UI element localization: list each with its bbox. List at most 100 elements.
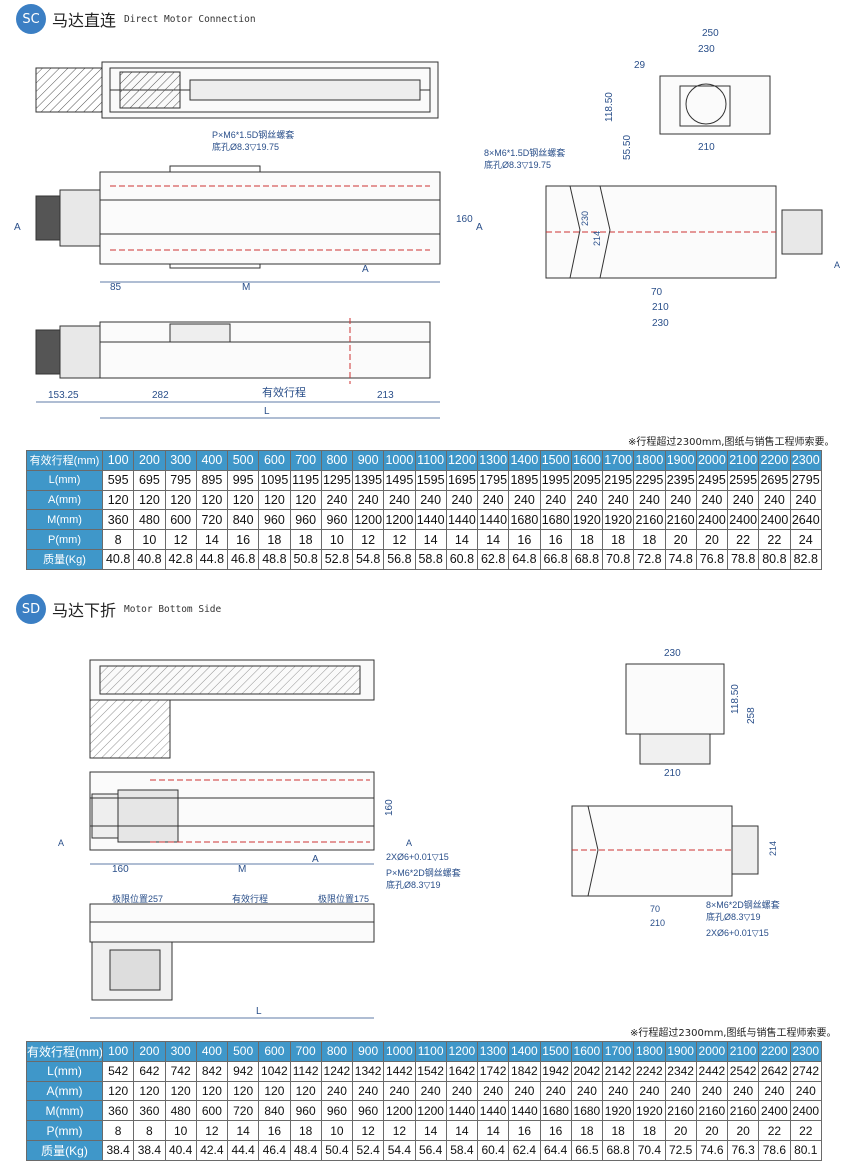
sd-dim-a: A xyxy=(312,854,319,865)
table-cell: 1600 xyxy=(570,1041,604,1062)
table-cell: 2442 xyxy=(695,1060,729,1082)
table-cell: 2395 xyxy=(664,469,697,491)
sc-dim-214: 214 xyxy=(592,231,602,246)
table-cell: 1842 xyxy=(508,1060,541,1082)
sc-dim-213: 213 xyxy=(377,390,394,401)
table-cell: 18 xyxy=(258,529,291,550)
table-cell: 1700 xyxy=(601,450,635,471)
table-cell: 240 xyxy=(570,1080,604,1102)
table-cell: 942 xyxy=(226,1060,260,1082)
table-cell: 14 xyxy=(476,529,510,550)
table-cell: 1400 xyxy=(508,1041,541,1062)
table-cell: 600 xyxy=(258,1041,291,1062)
table-cell: 240 xyxy=(320,1080,354,1102)
table-cell: 16 xyxy=(226,529,260,550)
table-cell: 120 xyxy=(164,1080,197,1102)
table-cell: 100 xyxy=(101,450,135,471)
sc-dim-85: 85 xyxy=(110,282,122,293)
sc-dim-282: 282 xyxy=(152,390,169,401)
table-cell: 600 xyxy=(164,509,197,531)
table-cell: 240 xyxy=(351,1080,385,1102)
table-cell: 1440 xyxy=(445,509,479,531)
table-cell: 240 xyxy=(726,489,760,511)
table-cell: 2595 xyxy=(726,469,760,491)
table-cell: 2495 xyxy=(695,469,729,491)
row-label: 质量(Kg) xyxy=(26,548,103,570)
table-cell: 12 xyxy=(383,1120,416,1141)
sd-pin-side: 2XØ6+0.01▽15 xyxy=(706,928,769,938)
sc-screw-side-2: 底孔Ø8.3▽19.75 xyxy=(484,159,551,170)
row-label: A(mm) xyxy=(26,489,103,511)
table-cell: 76.8 xyxy=(695,548,729,570)
table-cell: 2200 xyxy=(758,450,791,471)
sc-screw-note-1: P×M6*1.5D钢丝螺套 xyxy=(212,129,294,140)
sd-dim-160-left: 160 xyxy=(112,864,129,875)
sd-top-view xyxy=(89,771,375,851)
table-cell: 400 xyxy=(195,1041,229,1062)
table-cell: 68.8 xyxy=(601,1139,635,1161)
table-cell: 200 xyxy=(133,1041,166,1062)
table-cell: 1300 xyxy=(476,1041,510,1062)
table-cell: 1200 xyxy=(351,509,385,531)
table-cell: 1300 xyxy=(476,450,510,471)
table-cell: 1680 xyxy=(539,509,572,531)
table-cell: 240 xyxy=(664,1080,697,1102)
sd-dim-214: 214 xyxy=(768,841,778,856)
table-cell: 995 xyxy=(226,469,260,491)
table-cell: 18 xyxy=(570,1120,604,1141)
table-cell: 72.8 xyxy=(633,548,666,570)
table-cell: 40.8 xyxy=(101,548,135,570)
table-cell: 1695 xyxy=(445,469,479,491)
table-cell: 120 xyxy=(133,489,166,511)
table-cell: 240 xyxy=(320,489,354,511)
table-cell: 795 xyxy=(164,469,197,491)
table-cell: 44.4 xyxy=(226,1139,260,1161)
table-cell: 120 xyxy=(195,489,229,511)
table-cell: 240 xyxy=(726,1080,760,1102)
table-cell: 1200 xyxy=(414,1100,447,1122)
table-cell: 240 xyxy=(601,489,635,511)
sc-dim-a: A xyxy=(362,264,369,275)
table-cell: 2295 xyxy=(633,469,666,491)
table-cell: 1800 xyxy=(633,1041,666,1062)
sd-limit-left: 极限位置257 xyxy=(112,893,163,904)
table-cell: 46.4 xyxy=(258,1139,291,1161)
table-cell: 14 xyxy=(414,1120,447,1141)
sc-screw-side-1: 8×M6*1.5D钢丝螺套 xyxy=(484,147,565,158)
section-header-sc: SC 马达直连 Direct Motor Connection xyxy=(16,4,256,34)
table-cell: 1942 xyxy=(539,1060,572,1082)
table-cell: 360 xyxy=(101,509,135,531)
table-cell: 20 xyxy=(664,529,697,550)
table-cell: 1900 xyxy=(664,450,697,471)
table-cell: 70.8 xyxy=(601,548,635,570)
sc-dim-250: 250 xyxy=(702,28,719,39)
table-cell: 1095 xyxy=(258,469,291,491)
sc-dim-160: 160 xyxy=(456,214,473,225)
table-cell: 10 xyxy=(320,529,354,550)
table-cell: 1400 xyxy=(508,450,541,471)
table-cell: 1442 xyxy=(383,1060,416,1082)
table-cell: 12 xyxy=(351,1120,385,1141)
sc-dim-l: L xyxy=(264,406,270,417)
row-label: A(mm) xyxy=(26,1080,103,1102)
table-cell: 2100 xyxy=(726,1041,760,1062)
sc-dim-230-bot: 230 xyxy=(652,318,669,329)
table-cell: 1295 xyxy=(320,469,354,491)
table-cell: 600 xyxy=(258,450,291,471)
sd-dim-160-vert: 160 xyxy=(384,799,395,816)
table-cell: 14 xyxy=(445,1120,479,1141)
table-cell: 58.4 xyxy=(445,1139,479,1161)
table-cell: 1440 xyxy=(476,1100,510,1122)
sc-top-view xyxy=(35,165,441,269)
table-cell: 240 xyxy=(601,1080,635,1102)
table-cell: 240 xyxy=(508,1080,541,1102)
table-cell: 42.8 xyxy=(164,548,197,570)
sc-section-view xyxy=(35,61,439,119)
table-cell: 48.4 xyxy=(289,1139,322,1161)
row-label: 有效行程(mm) xyxy=(26,450,103,471)
sd-side-view xyxy=(89,903,375,1001)
sc-dim-m: M xyxy=(242,282,250,293)
